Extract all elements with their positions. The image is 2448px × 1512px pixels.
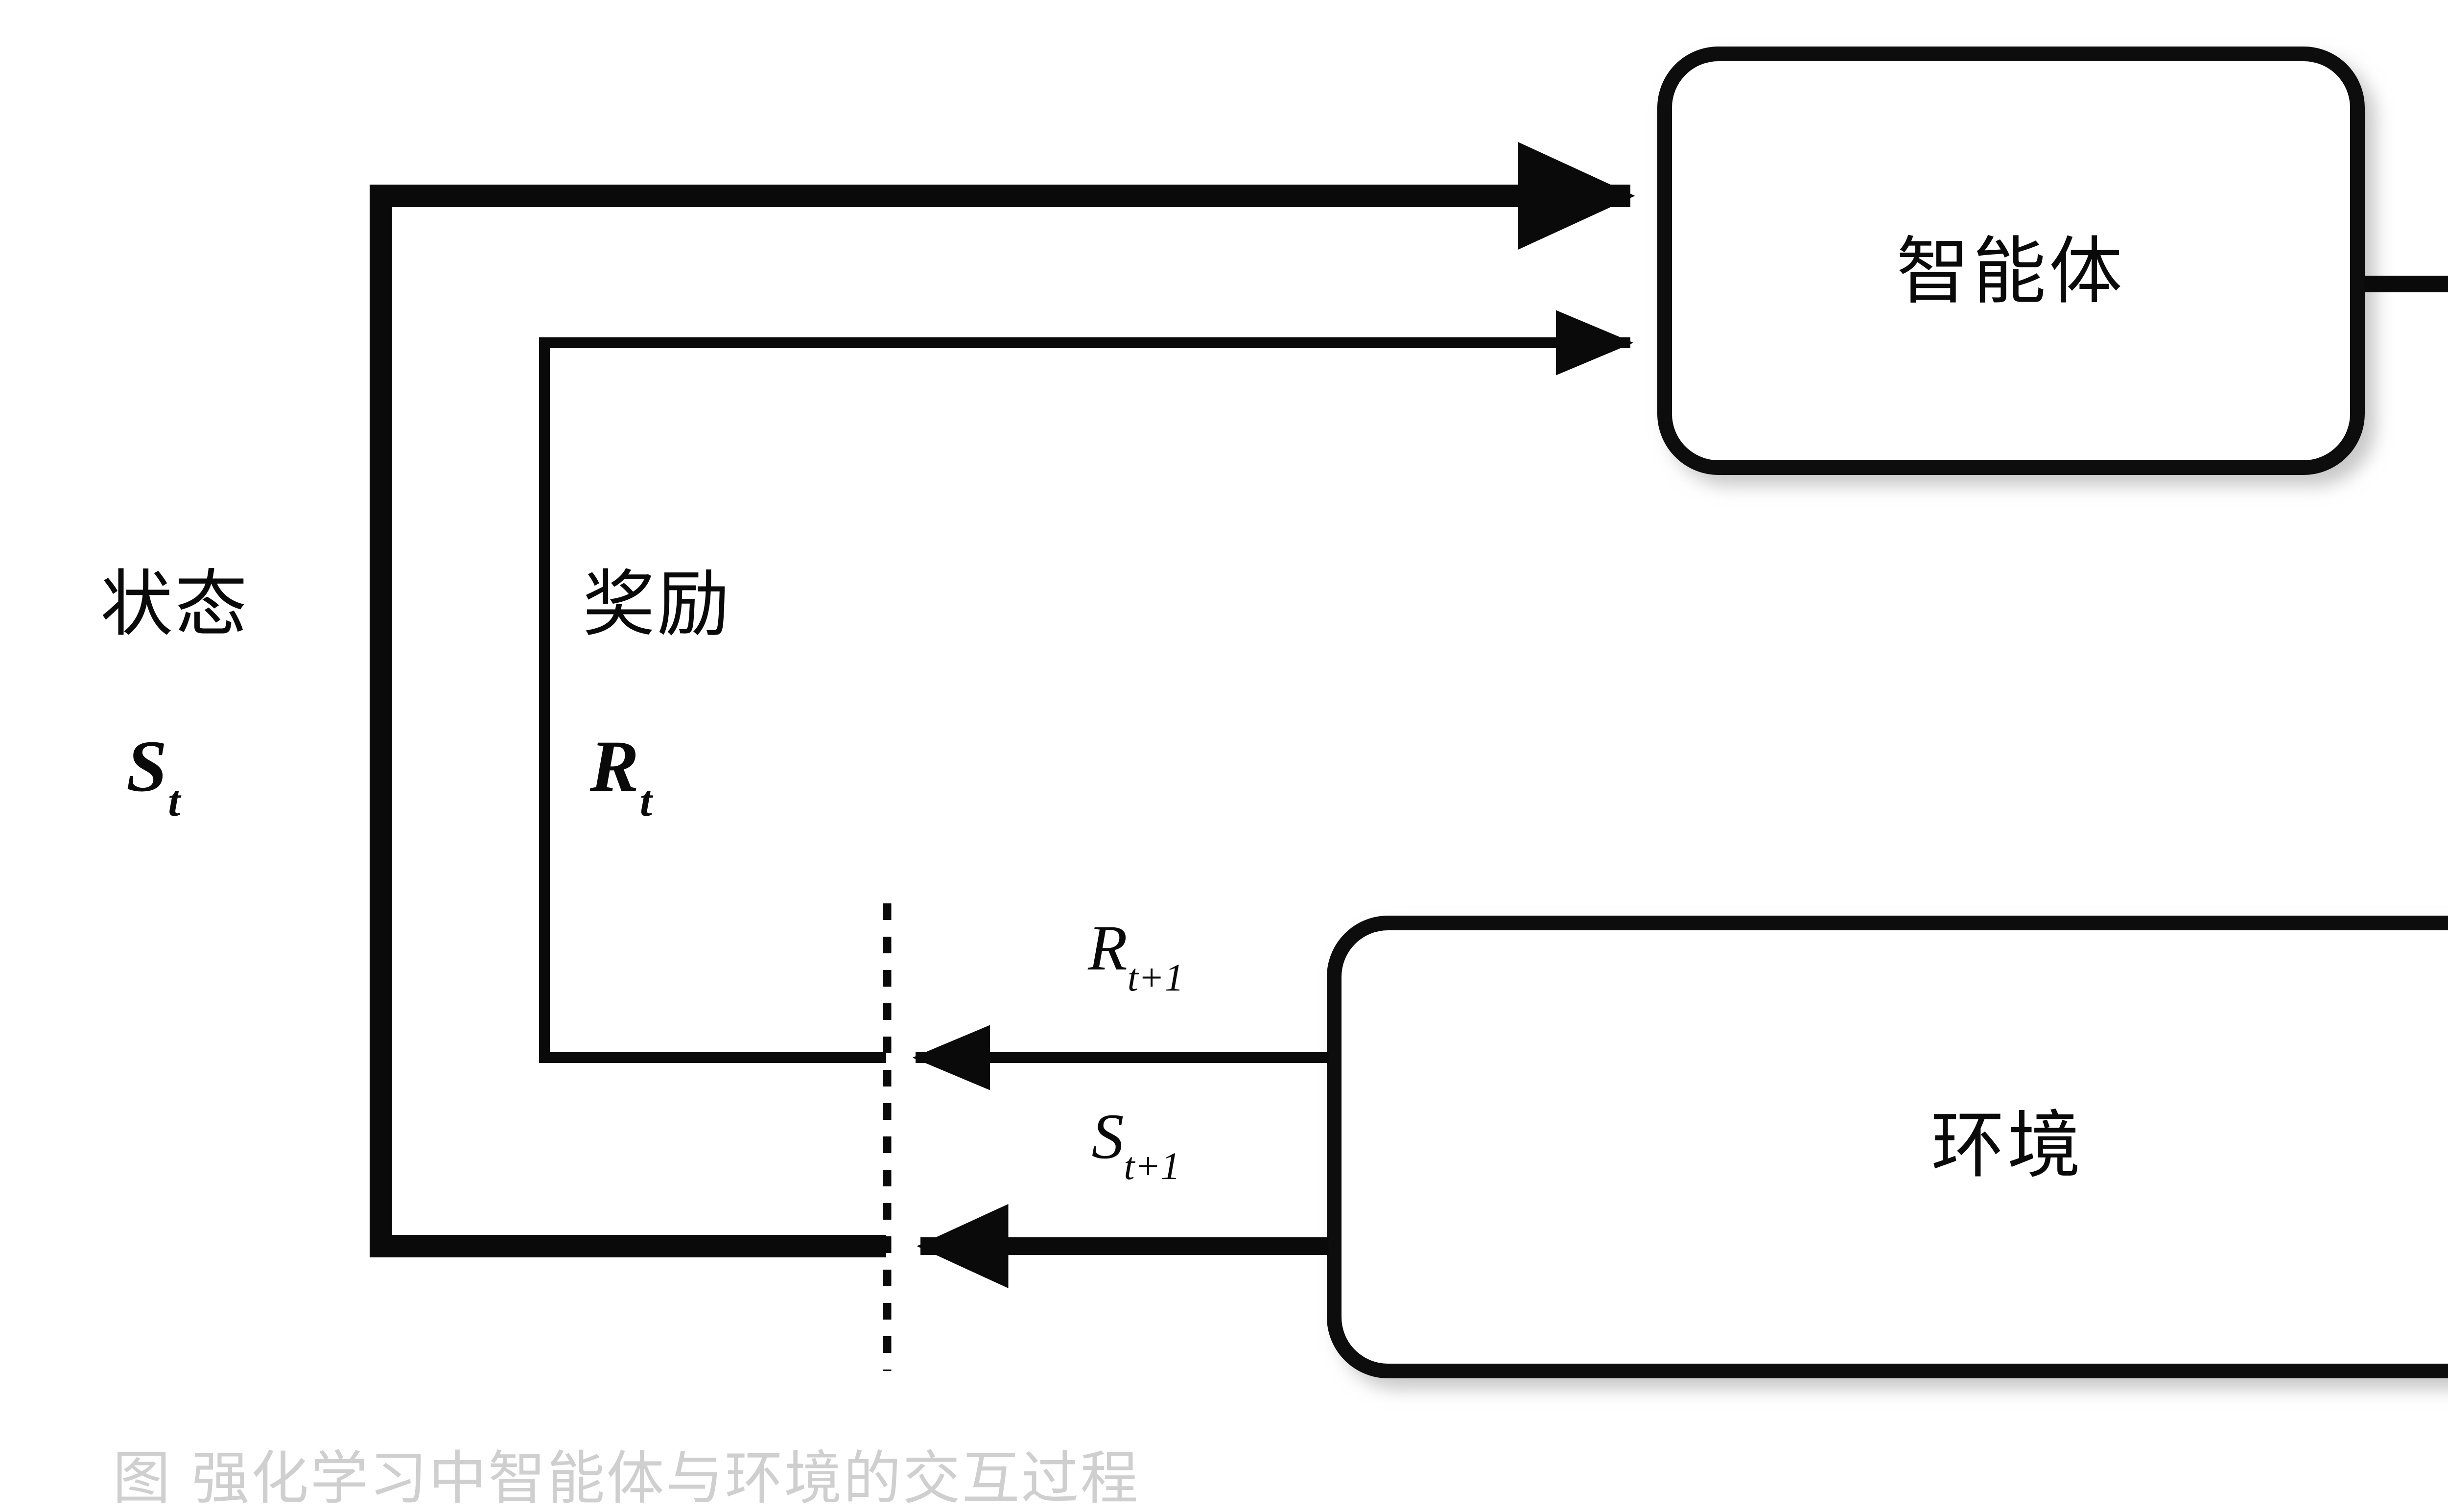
reward-feedback-path bbox=[539, 310, 1634, 1063]
reward-label-cn: 奖励 bbox=[583, 562, 731, 646]
state-symbol: St bbox=[126, 730, 180, 823]
environment-box[interactable] bbox=[1327, 916, 2448, 1378]
agent-node[interactable] bbox=[1657, 47, 2365, 475]
reward-symbol-subscript: t bbox=[639, 777, 652, 826]
agent-box[interactable] bbox=[1657, 47, 2365, 475]
agent-label: 智能体 bbox=[1896, 229, 2126, 314]
figure-caption: 图 强化学习中智能体与环境的交互过程 bbox=[113, 1444, 1140, 1512]
state-next-symbol-subscript: t+1 bbox=[1124, 1145, 1180, 1188]
reward-next-symbol-subscript: t+1 bbox=[1127, 956, 1184, 1000]
reward-symbol: Rt bbox=[590, 730, 652, 823]
state-label-cn: 状态 bbox=[100, 562, 249, 646]
environment-label: 环境 bbox=[1930, 1103, 2084, 1188]
state-symbol-subscript: t bbox=[168, 777, 181, 826]
state-feedback-path bbox=[370, 142, 1635, 1257]
state-next-symbol-base: S bbox=[1091, 1100, 1124, 1172]
reward-next-symbol-base: R bbox=[1088, 912, 1128, 984]
state-next-symbol: St+1 bbox=[1091, 1104, 1180, 1186]
reward-symbol-base: R bbox=[590, 726, 639, 807]
reward-next-symbol: Rt+1 bbox=[1088, 916, 1184, 997]
environment-node[interactable] bbox=[1327, 916, 2448, 1378]
state-symbol-base: S bbox=[126, 726, 167, 807]
